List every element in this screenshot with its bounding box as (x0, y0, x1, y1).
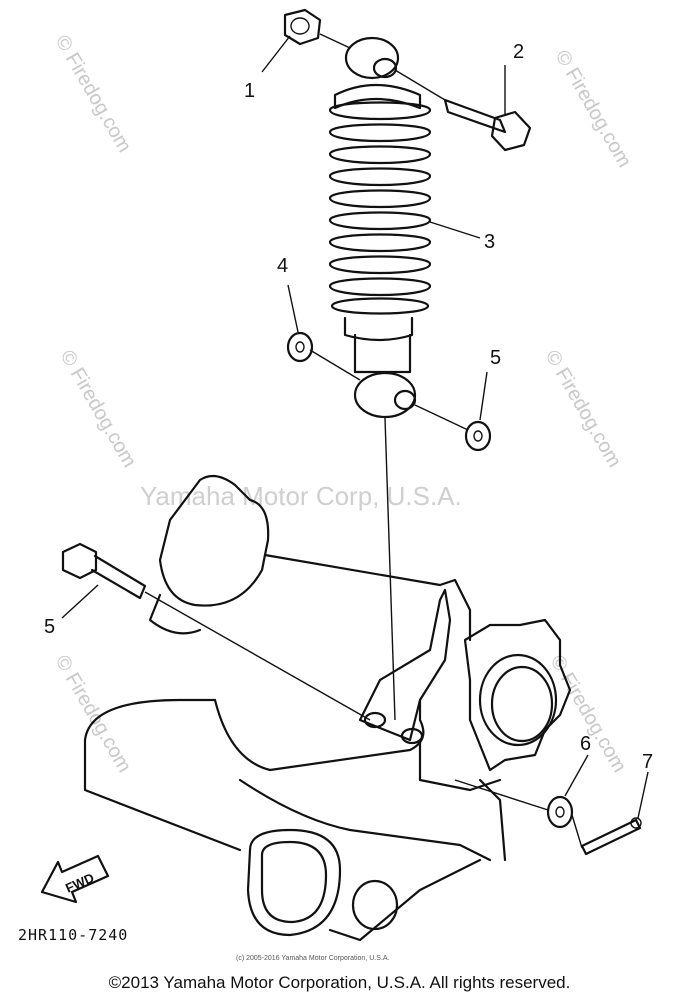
callout-3: 1 (244, 80, 255, 102)
washer-part-6 (546, 795, 574, 829)
callout-4: 5 (44, 616, 55, 638)
callouts: 1 2 3 4 5 5 6 7 (44, 41, 653, 773)
nut-part-3 (283, 8, 322, 46)
callout-2: 2 (513, 41, 524, 63)
footer-copyright: ©2013 Yamaha Motor Corporation, U.S.A. A… (108, 973, 571, 992)
washer-part-5-left (286, 331, 314, 363)
watermark-mid-left: © Firedog.com (56, 347, 141, 472)
watermark-mid-right: © Firedog.com (541, 347, 626, 472)
callout-5-left: 4 (277, 255, 288, 277)
watermark-center: Yamaha Motor Corp, U.S.A. (140, 481, 462, 511)
leader-lines (61, 33, 649, 849)
callout-6: 6 (580, 733, 591, 755)
bolt-part-2 (443, 98, 532, 152)
watermark-top-left: © Firedog.com (51, 32, 136, 157)
fwd-label: FWD (63, 870, 96, 896)
shock-absorber (328, 36, 432, 419)
forward-arrow: FWD (40, 854, 110, 904)
watermark-low-left: © Firedog.com (51, 652, 136, 777)
small-copyright: (c) 2005-2016 Yamaha Motor Corporation, … (236, 955, 389, 962)
washer-part-5-right (464, 420, 492, 452)
callout-5-right: 5 (490, 347, 501, 369)
diagram-code: 2HR110-7240 (18, 926, 128, 944)
callout-1: 3 (484, 231, 495, 253)
callout-7: 7 (642, 751, 653, 773)
cotter-pin-part-7 (580, 817, 642, 856)
swingarm (83, 474, 572, 942)
watermark-top-right: © Firedog.com (551, 47, 636, 172)
bolt-part-4 (61, 542, 147, 600)
watermark-low-right: © Firedog.com (546, 652, 631, 777)
watermark-group: © Firedog.com © Firedog.com © Firedog.co… (51, 32, 636, 777)
